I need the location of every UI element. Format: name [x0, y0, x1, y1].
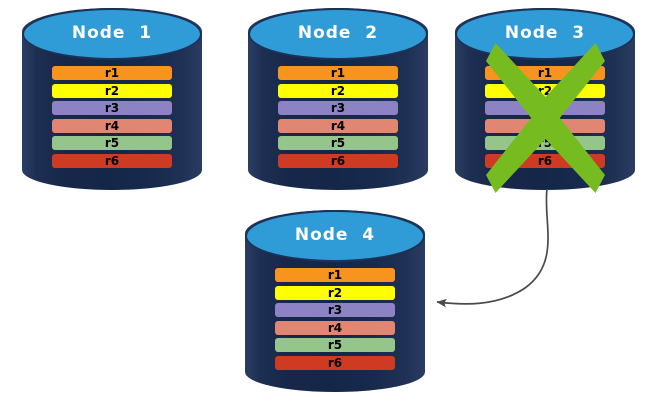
node-2[interactable]: Node 2 r1 r2 r3 r4 r5 r6 — [248, 8, 428, 190]
row-r2[interactable]: r2 — [52, 83, 172, 98]
node-3[interactable]: Node 3 r1 r2 r3 r4 r5 r6 — [455, 8, 635, 193]
node-title: Node 1 — [71, 23, 153, 43]
node-1[interactable]: Node 1 r1 r2 r3 r4 r5 r6 — [22, 8, 202, 190]
row-label: r3 — [537, 101, 553, 115]
row-label: r1 — [327, 268, 343, 282]
row-r6[interactable]: r6 — [52, 153, 172, 168]
row-label: r6 — [327, 355, 343, 370]
row-label: r5 — [330, 136, 346, 150]
row-r3[interactable]: r3 — [278, 101, 398, 115]
row-label: r3 — [330, 101, 346, 115]
node-title: Node 2 — [297, 23, 379, 43]
row-r6[interactable]: r6 — [485, 153, 605, 168]
row-r6[interactable]: r6 — [278, 153, 398, 168]
cylinder-top-ellipse — [248, 8, 428, 60]
row-r1[interactable]: r1 — [275, 268, 395, 282]
row-r2[interactable]: r2 — [275, 285, 395, 300]
row-label: r6 — [537, 153, 553, 168]
row-label: r1 — [330, 66, 346, 80]
row-r4[interactable]: r4 — [275, 320, 395, 335]
row-r1[interactable]: r1 — [278, 66, 398, 80]
row-r1[interactable]: r1 — [485, 66, 605, 80]
node-title: Node 4 — [294, 225, 376, 245]
row-label: r4 — [537, 118, 553, 133]
row-r5[interactable]: r5 — [52, 136, 172, 150]
row-r1[interactable]: r1 — [52, 66, 172, 80]
row-r3[interactable]: r3 — [52, 101, 172, 115]
row-label: r4 — [327, 320, 343, 335]
row-r5[interactable]: r5 — [275, 338, 395, 352]
row-r2[interactable]: r2 — [278, 83, 398, 98]
arrow-node3-to-node4 — [436, 188, 549, 308]
row-label: r1 — [104, 66, 120, 80]
row-stack: r1 r2 r3 r4 r5 r6 — [52, 66, 172, 171]
row-r5[interactable]: r5 — [278, 136, 398, 150]
row-r6[interactable]: r6 — [275, 355, 395, 370]
row-label: r2 — [327, 285, 343, 300]
row-label: r2 — [330, 83, 346, 98]
cylinder-top-ellipse — [22, 8, 202, 60]
row-r3[interactable]: r3 — [275, 303, 395, 317]
row-stack: r1 r2 r3 r4 r5 r6 — [278, 66, 398, 171]
row-label: r5 — [104, 136, 120, 150]
row-r4[interactable]: r4 — [485, 118, 605, 133]
row-r2[interactable]: r2 — [485, 83, 605, 98]
row-label: r3 — [327, 303, 343, 317]
row-label: r5 — [327, 338, 343, 352]
row-label: r3 — [104, 101, 120, 115]
row-stack: r1 r2 r3 r4 r5 r6 — [485, 66, 605, 171]
row-label: r5 — [537, 136, 553, 150]
row-label: r4 — [330, 118, 346, 133]
row-label: r6 — [330, 153, 346, 168]
cylinder-top-ellipse — [245, 210, 425, 262]
row-r3[interactable]: r3 — [485, 101, 605, 115]
row-label: r4 — [104, 118, 120, 133]
node-4[interactable]: Node 4 r1 r2 r3 r4 r5 r6 — [245, 210, 425, 392]
row-r4[interactable]: r4 — [52, 118, 172, 133]
row-label: r2 — [104, 83, 120, 98]
node-title: Node 3 — [504, 23, 586, 43]
row-label: r2 — [537, 83, 553, 98]
row-r5[interactable]: r5 — [485, 136, 605, 150]
row-r4[interactable]: r4 — [278, 118, 398, 133]
row-label: r6 — [104, 153, 120, 168]
row-label: r1 — [537, 66, 553, 80]
row-stack: r1 r2 r3 r4 r5 r6 — [275, 268, 395, 373]
